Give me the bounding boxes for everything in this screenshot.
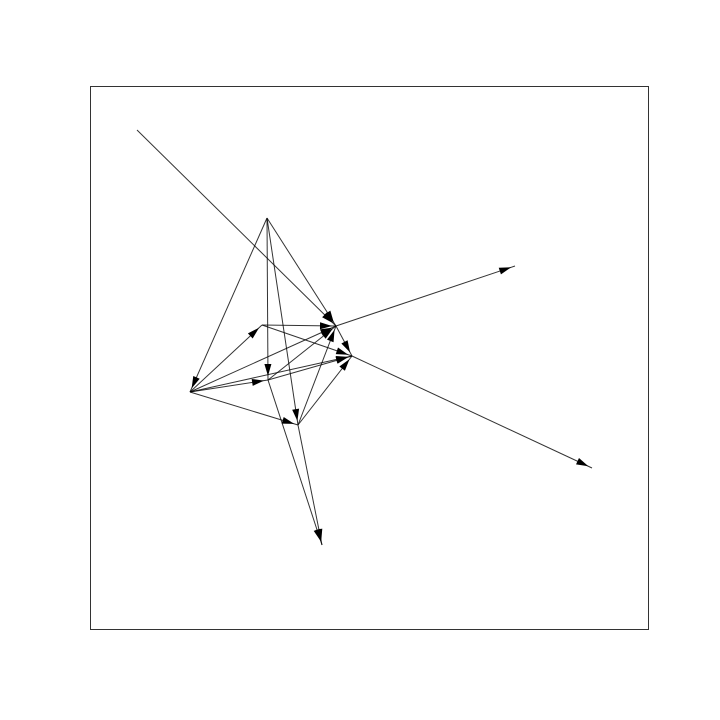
- edge-n7-n4: [189, 355, 353, 393]
- edge-n9-n3: [297, 325, 337, 426]
- edge-n1-n3: [136, 129, 337, 327]
- arrowhead-n11-n3: [319, 322, 333, 330]
- arrowhead-n7-n11: [247, 327, 260, 339]
- arrowhead-n2-n9: [292, 408, 300, 422]
- edge-n2-n9: [266, 217, 299, 426]
- edge-n7-n3: [189, 325, 337, 393]
- arrowhead-n2-n8: [264, 363, 272, 377]
- plot-frame: [90, 86, 649, 630]
- arrowhead-n9-n3: [326, 329, 335, 343]
- arrowhead-n9-n4: [339, 359, 350, 371]
- arrowhead-n3-n4: [341, 340, 351, 353]
- edge-n9-n10: [297, 424, 323, 546]
- arrowhead-n2-n3: [324, 310, 334, 323]
- arrowhead-n4-n6: [576, 458, 589, 467]
- edge-n2-n8: [266, 217, 269, 381]
- arrowhead-n8-n3: [321, 328, 333, 339]
- arrowheads-layer: [191, 267, 589, 542]
- arrowhead-n1-n3: [322, 312, 334, 324]
- edge-n8-n10: [267, 379, 323, 546]
- arrowhead-n3-n5: [498, 267, 512, 275]
- edge-n2-n7: [189, 217, 268, 393]
- arrowhead-n7-n9: [281, 416, 295, 424]
- edges-layer: [136, 129, 593, 546]
- arrowhead-n7-n8: [251, 378, 265, 386]
- arrowhead-n2-n7: [191, 375, 200, 389]
- edge-n2-n3: [266, 217, 337, 327]
- arrowhead-n8-n4: [335, 357, 349, 364]
- arrowhead-n11-n4: [335, 347, 349, 355]
- arrowhead-n9-n10: [315, 528, 323, 542]
- edge-n3-n5: [335, 265, 516, 327]
- edge-n7-n9: [189, 391, 299, 426]
- edge-n4-n6: [351, 355, 593, 469]
- edge-n7-n11: [189, 324, 263, 393]
